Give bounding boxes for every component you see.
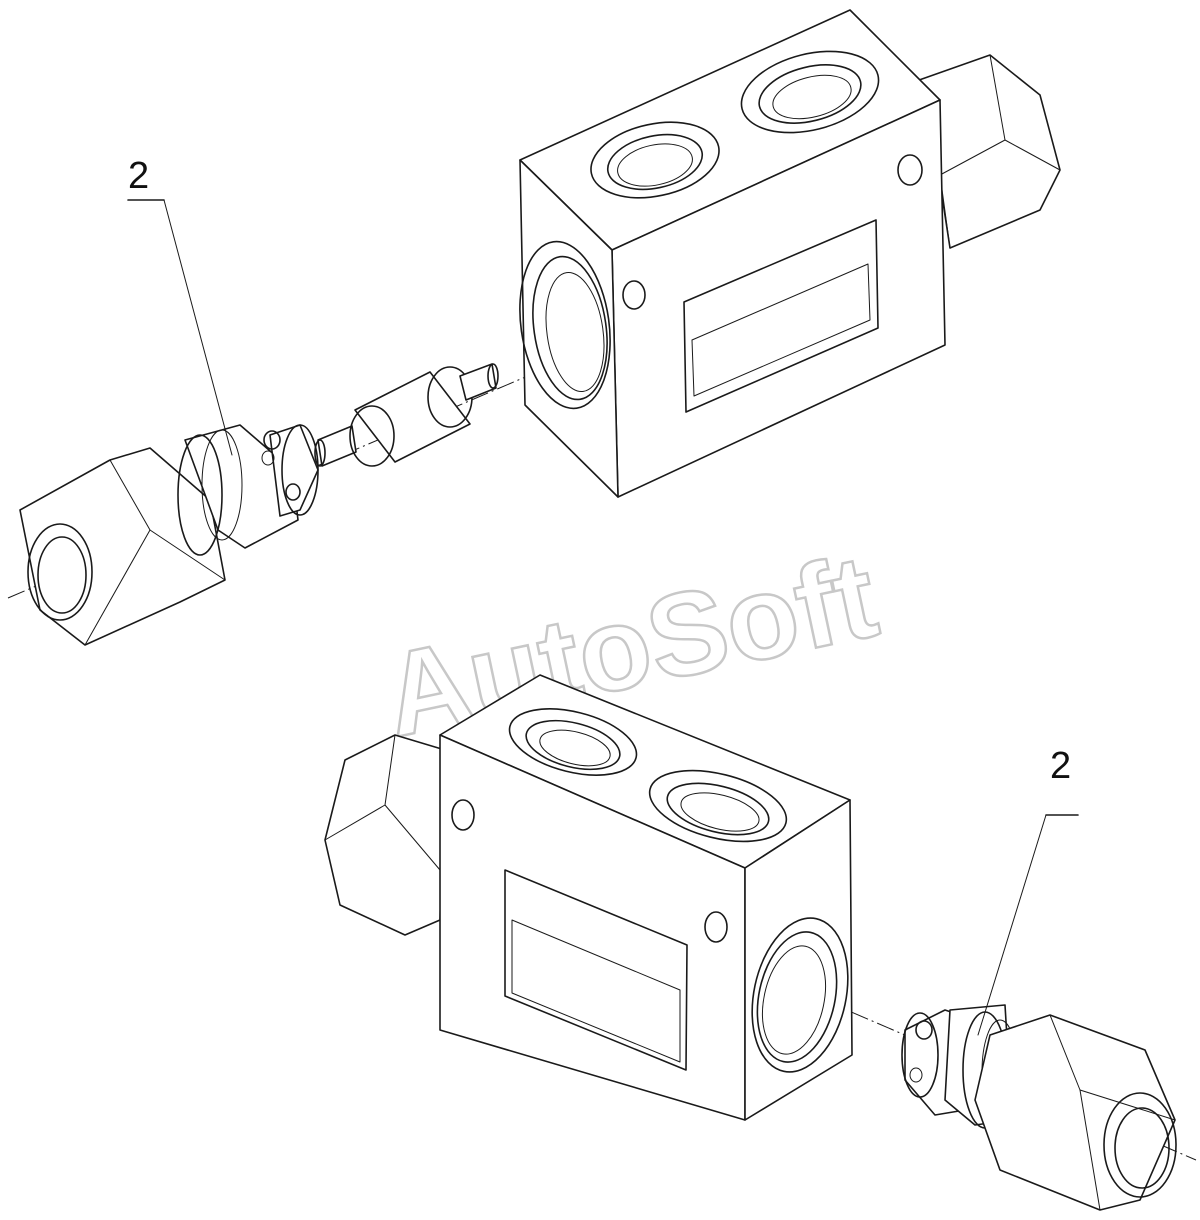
- bottom-valve-right-face: [744, 799, 853, 1121]
- bottom-fitting: [901, 1004, 1177, 1211]
- top-hex-nut: [19, 447, 226, 646]
- callout-top: 2: [127, 155, 233, 456]
- bottom-hex-stub: [324, 734, 446, 936]
- bottom-valve-body: [324, 674, 853, 1121]
- top-assembly-axis: [7, 339, 613, 599]
- callout-bottom-label: 2: [1050, 745, 1071, 787]
- bottom-hex-nut: [974, 1014, 1176, 1211]
- callout-top-label: 2: [128, 155, 149, 197]
- top-valve-body: [519, 9, 1061, 498]
- top-fitting: [19, 424, 319, 646]
- top-spool: [314, 363, 499, 467]
- callout-bottom: 2: [977, 745, 1079, 1036]
